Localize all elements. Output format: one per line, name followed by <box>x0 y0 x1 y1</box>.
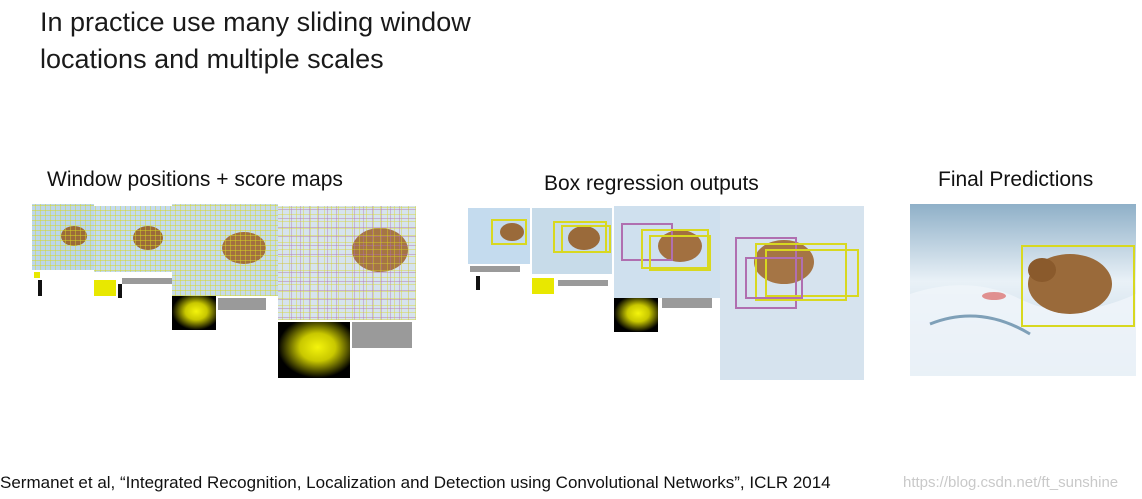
final-predictions-image <box>910 204 1136 376</box>
box-regression-figure <box>466 200 866 380</box>
window-positions-image <box>32 204 416 378</box>
box-regression-image <box>468 206 864 380</box>
window-positions-figure <box>30 200 420 380</box>
title-line-2: locations and multiple scales <box>40 44 384 74</box>
caption-final-predictions: Final Predictions <box>938 168 1094 191</box>
caption-window-positions: Window positions + score maps <box>47 168 343 191</box>
title-line-1: In practice use many sliding window <box>40 7 471 37</box>
caption-box-regression: Box regression outputs <box>544 172 759 195</box>
slide-title: In practice use many sliding window loca… <box>40 4 760 78</box>
citation: Sermanet et al, “Integrated Recognition,… <box>0 473 831 492</box>
final-predictions-figure <box>910 204 1136 376</box>
watermark-url: https://blog.csdn.net/ft_sunshine <box>903 474 1119 491</box>
